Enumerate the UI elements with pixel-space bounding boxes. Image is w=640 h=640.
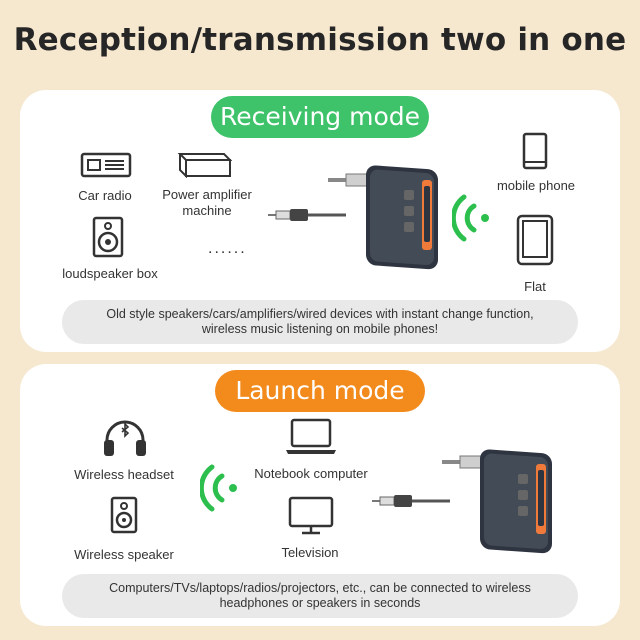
- amplifier-icon: [177, 153, 232, 178]
- launch-mode-panel: Launch mode Wireless headset Wireless sp…: [20, 364, 620, 626]
- monitor-icon: [288, 496, 334, 535]
- launch-mode-note: Computers/TVs/laptops/radios/projectors,…: [62, 574, 578, 618]
- launch-note-line2: headphones or speakers in seconds: [219, 596, 421, 610]
- wireless-signal-icon: [200, 464, 237, 512]
- wireless-signal-icon: [452, 194, 489, 242]
- power-amplifier-line2: machine: [182, 203, 232, 218]
- flat-label: Flat: [524, 279, 546, 294]
- launch-mode-badge: Launch mode: [215, 370, 425, 412]
- speaker-icon: [92, 216, 124, 258]
- receiving-mode-note: Old style speakers/cars/amplifiers/wired…: [62, 300, 578, 344]
- launch-note-line1: Computers/TVs/laptops/radios/projectors,…: [109, 581, 531, 595]
- notebook-computer-label: Notebook computer: [254, 466, 368, 481]
- bluetooth-adapter-icon: [328, 165, 438, 270]
- tablet-icon: [516, 214, 554, 266]
- power-amplifier-line1: Power amplifier: [162, 187, 252, 202]
- receiving-mode-panel: Receiving mode Car radio Power amplifier…: [20, 90, 620, 352]
- receiving-note-line1: Old style speakers/cars/amplifiers/wired…: [106, 307, 534, 321]
- wireless-headset-label: Wireless headset: [74, 467, 174, 482]
- wireless-speaker-label: Wireless speaker: [74, 547, 174, 562]
- car-radio-label: Car radio: [78, 188, 132, 203]
- laptop-icon: [286, 418, 336, 454]
- phone-icon: [522, 132, 548, 170]
- more-devices-ellipsis: ......: [208, 240, 247, 257]
- headphones-icon: [104, 420, 146, 456]
- power-amplifier-label: Power amplifier machine: [142, 187, 272, 219]
- car-radio-icon: [80, 152, 132, 178]
- mobile-phone-label: mobile phone: [496, 178, 576, 193]
- receiving-mode-badge: Receiving mode: [211, 96, 429, 138]
- television-label: Television: [281, 545, 339, 560]
- bluetooth-adapter-icon: [442, 449, 552, 554]
- loudspeaker-box-label: loudspeaker box: [62, 266, 158, 281]
- page-title: Reception/transmission two in one: [13, 22, 627, 58]
- receiving-note-line2: wireless music listening on mobile phone…: [201, 322, 439, 336]
- wireless-speaker-icon: [110, 496, 138, 534]
- aux-cable-icon: [268, 209, 346, 221]
- aux-cable-icon: [372, 495, 450, 507]
